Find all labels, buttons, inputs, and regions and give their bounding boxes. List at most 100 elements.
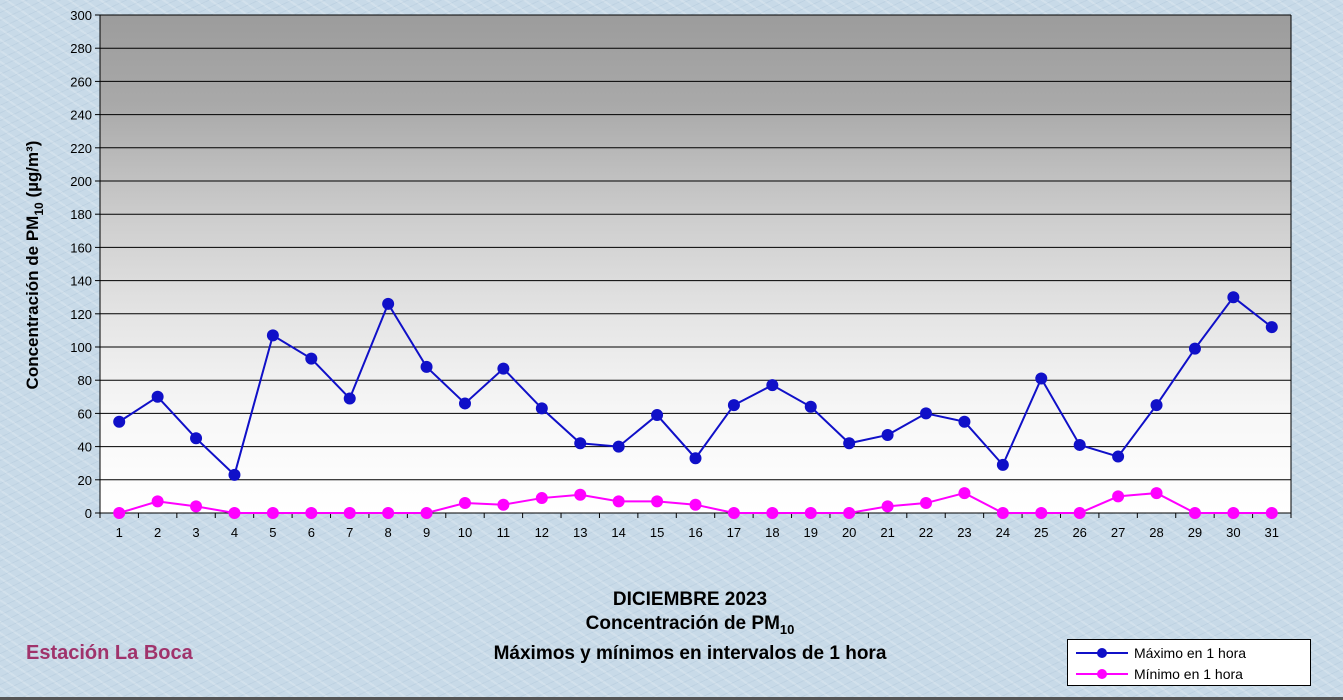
point-s0-1 <box>113 415 126 428</box>
point-s0-17 <box>727 399 740 412</box>
chart-title: DICIEMBRE 2023 <box>612 589 768 610</box>
y-tick-label-160: 160 <box>70 240 92 255</box>
point-s0-19 <box>804 400 817 413</box>
x-tick-label-2: 2 <box>154 525 161 540</box>
x-tick-label-17: 17 <box>727 525 741 540</box>
x-tick-label-10: 10 <box>458 525 472 540</box>
y-tick-label-0: 0 <box>85 506 92 521</box>
point-s1-19 <box>804 507 817 519</box>
x-tick-label-24: 24 <box>996 525 1010 540</box>
point-s1-1 <box>113 507 126 519</box>
point-s0-7 <box>343 392 356 405</box>
point-s0-16 <box>689 452 702 465</box>
point-s1-6 <box>305 507 318 519</box>
plot-area <box>100 15 1291 513</box>
point-s1-2 <box>151 495 164 508</box>
point-s1-20 <box>843 507 856 519</box>
point-s1-7 <box>343 507 356 519</box>
point-s1-22 <box>920 497 933 510</box>
point-s0-26 <box>1073 438 1086 451</box>
y-tick-label-280: 280 <box>70 41 92 56</box>
legend: Máximo en 1 hora Mínimo en 1 hora <box>1067 639 1311 686</box>
x-tick-label-13: 13 <box>573 525 587 540</box>
y-axis-label-main: Concentración de PM <box>23 216 42 390</box>
chart-title-block: DICIEMBRE 2023 Concentración de PM10 Máx… <box>330 588 1050 666</box>
x-tick-label-22: 22 <box>919 525 933 540</box>
point-s1-26 <box>1073 507 1086 519</box>
bottom-border <box>0 697 1343 700</box>
series-layer <box>113 291 1278 519</box>
point-s0-27 <box>1112 450 1125 463</box>
point-s1-31 <box>1265 507 1278 519</box>
x-tick-label-19: 19 <box>804 525 818 540</box>
point-s1-30 <box>1227 507 1240 519</box>
point-s1-21 <box>881 500 894 513</box>
y-tick-label-180: 180 <box>70 207 92 222</box>
y-tick-labels: 0204060801001201401601802002202402602803… <box>70 8 92 521</box>
y-tick-label-300: 300 <box>70 8 92 23</box>
point-s0-31 <box>1265 321 1278 334</box>
chart-subtitle-2: Máximos y mínimos en intervalos de 1 hor… <box>493 642 887 664</box>
x-tick-label-8: 8 <box>385 525 392 540</box>
y-tick-label-60: 60 <box>78 406 92 421</box>
x-tick-label-27: 27 <box>1111 525 1125 540</box>
y-tick-label-40: 40 <box>78 440 92 455</box>
point-s1-23 <box>958 487 971 500</box>
series-1 <box>113 487 1278 519</box>
point-s0-29 <box>1188 342 1201 355</box>
x-tick-label-23: 23 <box>957 525 971 540</box>
legend-marker-min <box>1076 669 1128 679</box>
point-s1-14 <box>612 495 625 508</box>
line-chart: 0204060801001201401601802002202402602803… <box>23 8 1292 540</box>
x-tick-label-20: 20 <box>842 525 856 540</box>
legend-item-max: Máximo en 1 hora <box>1076 643 1246 663</box>
point-s0-12 <box>535 402 548 415</box>
point-s1-10 <box>458 497 471 510</box>
x-tick-label-29: 29 <box>1188 525 1202 540</box>
y-tick-label-260: 260 <box>70 74 92 89</box>
point-s0-21 <box>881 428 894 441</box>
point-s1-12 <box>535 492 548 505</box>
x-tick-label-9: 9 <box>423 525 430 540</box>
point-s1-9 <box>420 507 433 519</box>
point-s0-10 <box>458 397 471 410</box>
point-s1-4 <box>228 507 241 519</box>
point-s1-24 <box>996 507 1009 519</box>
point-s1-5 <box>266 507 279 519</box>
chart-subtitle-main: Concentración de PM <box>585 613 780 634</box>
point-s0-11 <box>497 362 510 375</box>
y-tick-label-120: 120 <box>70 307 92 322</box>
station-label: Estación La Boca <box>26 642 193 664</box>
point-s0-14 <box>612 440 625 453</box>
x-tick-label-21: 21 <box>880 525 894 540</box>
chart-subtitle: Concentración de PM10 <box>330 612 1050 642</box>
point-s1-15 <box>651 495 664 508</box>
point-s1-29 <box>1188 507 1201 519</box>
y-axis-label-sub: 10 <box>32 202 46 216</box>
x-tick-label-15: 15 <box>650 525 664 540</box>
x-tick-label-6: 6 <box>308 525 315 540</box>
point-s1-11 <box>497 498 510 511</box>
point-s0-25 <box>1035 372 1048 385</box>
point-s1-17 <box>727 507 740 519</box>
point-s0-18 <box>766 379 779 392</box>
legend-marker-max <box>1076 648 1128 658</box>
point-s1-27 <box>1112 490 1125 503</box>
point-s0-20 <box>843 437 856 450</box>
y-tick-label-20: 20 <box>78 473 92 488</box>
x-tick-label-7: 7 <box>346 525 353 540</box>
point-s0-3 <box>190 432 203 445</box>
point-s0-15 <box>651 409 664 422</box>
y-tick-label-140: 140 <box>70 274 92 289</box>
point-s0-8 <box>382 297 395 310</box>
y-tick-label-220: 220 <box>70 141 92 156</box>
x-tick-label-26: 26 <box>1072 525 1086 540</box>
point-s0-6 <box>305 352 318 365</box>
point-s1-13 <box>574 488 587 501</box>
point-s1-18 <box>766 507 779 519</box>
x-tick-label-30: 30 <box>1226 525 1240 540</box>
y-axis-label-unit: (µg/m³) <box>23 141 42 203</box>
point-s1-16 <box>689 498 702 511</box>
x-tick-label-25: 25 <box>1034 525 1048 540</box>
